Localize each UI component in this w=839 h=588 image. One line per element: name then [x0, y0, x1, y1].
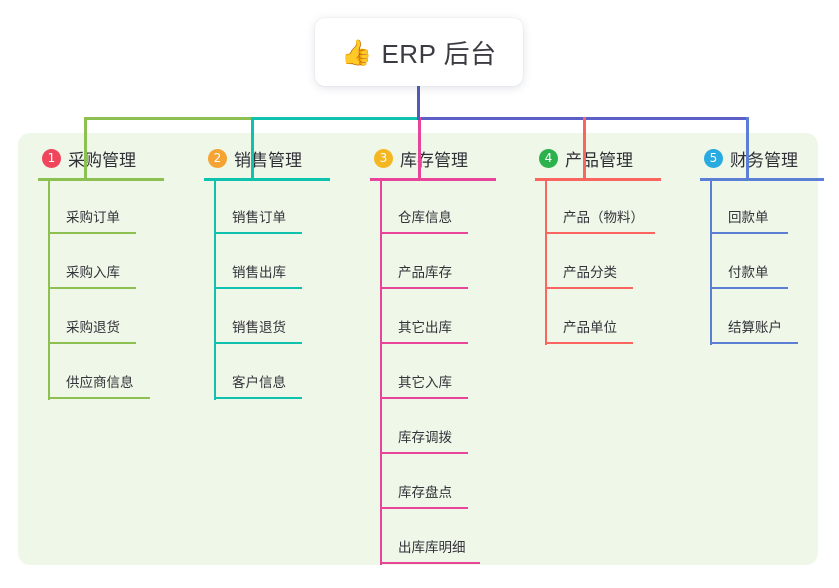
branch-item-rule: [710, 287, 788, 289]
branch-item-rule: [545, 232, 655, 234]
branch-item-label: 供应商信息: [66, 375, 134, 390]
branch-header-rule: [370, 178, 496, 181]
branch-item-rule: [48, 342, 136, 344]
branch-title: 产品管理: [565, 150, 633, 170]
branch-item-label: 产品（物料）: [563, 210, 644, 225]
branch-drop-line: [418, 117, 421, 179]
branch-item-rule: [48, 287, 136, 289]
branch-item-label: 销售退货: [232, 320, 286, 335]
branch-item-label: 客户信息: [232, 375, 286, 390]
branch-drop-line: [251, 117, 254, 179]
branch-number-badge: 5: [704, 148, 723, 168]
branch-item-label: 产品单位: [563, 320, 617, 335]
branch-spine: [214, 180, 216, 400]
branch-column-1: 1 采购管理采购订单采购入库采购退货供应商信息: [24, 145, 184, 400]
branch-item-label: 销售订单: [232, 210, 286, 225]
branch-item-label: 采购退货: [66, 320, 120, 335]
connector-segment: [84, 117, 251, 120]
branch-header-3[interactable]: 3 库存管理: [356, 145, 516, 171]
branch-header-1[interactable]: 1 采购管理: [24, 145, 184, 171]
branch-header-5[interactable]: 5 财务管理: [686, 145, 836, 171]
branch-item-rule: [710, 232, 788, 234]
branch-item-rule: [380, 507, 468, 509]
branch-item-label: 库存盘点: [398, 485, 452, 500]
branch-item-label: 产品库存: [398, 265, 452, 280]
root-stem-connector: [417, 86, 420, 120]
branch-spine: [545, 180, 547, 345]
branch-item-rule: [48, 397, 150, 399]
branch-item-rule: [380, 562, 480, 564]
branch-item-label: 付款单: [728, 265, 769, 280]
branch-item-label: 仓库信息: [398, 210, 452, 225]
branch-spine: [710, 180, 712, 345]
branch-column-3: 3 库存管理仓库信息产品库存其它出库其它入库库存调拨库存盘点出库库明细: [356, 145, 516, 565]
branch-number-badge: 4: [539, 148, 558, 168]
branch-item-rule: [214, 342, 302, 344]
branch-title: 采购管理: [68, 150, 136, 170]
branch-item-rule: [380, 287, 468, 289]
branch-item-rule: [710, 342, 798, 344]
branch-item-rule: [214, 397, 302, 399]
branch-number-badge: 1: [42, 148, 61, 168]
branch-header-rule: [204, 178, 330, 181]
branch-header-rule: [38, 178, 164, 181]
branch-number-badge: 2: [208, 148, 227, 168]
branch-header-rule: [535, 178, 661, 181]
branch-column-4: 4 产品管理产品（物料） 产品分类产品单位: [521, 145, 681, 345]
branch-number-badge: 3: [374, 148, 393, 168]
branch-drop-line: [583, 117, 586, 179]
branch-title: 库存管理: [400, 150, 468, 170]
branch-item-label: 回款单: [728, 210, 769, 225]
branch-drop-line: [84, 117, 87, 179]
root-title: ERP 后台: [381, 38, 497, 69]
branch-item-rule: [380, 342, 468, 344]
branch-item-label: 采购订单: [66, 210, 120, 225]
branch-item-rule: [380, 397, 468, 399]
branch-title: 财务管理: [730, 150, 798, 170]
branch-item-rule: [48, 232, 136, 234]
branch-item-rule: [380, 452, 468, 454]
branch-header-2[interactable]: 2 销售管理: [190, 145, 350, 171]
connector-segment: [251, 117, 418, 120]
branch-item-label: 结算账户: [728, 320, 782, 335]
branch-item-label: 产品分类: [563, 265, 617, 280]
branch-item-label: 销售出库: [232, 265, 286, 280]
branch-item-rule: [545, 342, 633, 344]
branch-spine: [380, 180, 382, 565]
branch-item-label: 其它出库: [398, 320, 452, 335]
branch-item-label: 出库库明细: [398, 540, 466, 555]
branch-header-rule: [700, 178, 824, 181]
branch-item-label: 库存调拨: [398, 430, 452, 445]
diagram-panel: [18, 133, 818, 565]
thumbs-up-icon: 👍: [341, 37, 373, 67]
root-node[interactable]: 👍 ERP 后台: [315, 18, 523, 86]
branch-column-5: 5 财务管理回款单付款单结算账户: [686, 145, 836, 345]
branch-drop-line: [746, 117, 749, 179]
branch-spine: [48, 180, 50, 400]
branch-item-label: 其它入库: [398, 375, 452, 390]
branch-item-label: 采购入库: [66, 265, 120, 280]
branch-column-2: 2 销售管理销售订单销售出库销售退货客户信息: [190, 145, 350, 400]
branch-item-rule: [214, 287, 302, 289]
branch-header-4[interactable]: 4 产品管理: [521, 145, 681, 171]
branch-item-rule: [214, 232, 302, 234]
branch-item-rule: [380, 232, 468, 234]
branch-item-rule: [545, 287, 633, 289]
branch-title: 销售管理: [234, 150, 302, 170]
